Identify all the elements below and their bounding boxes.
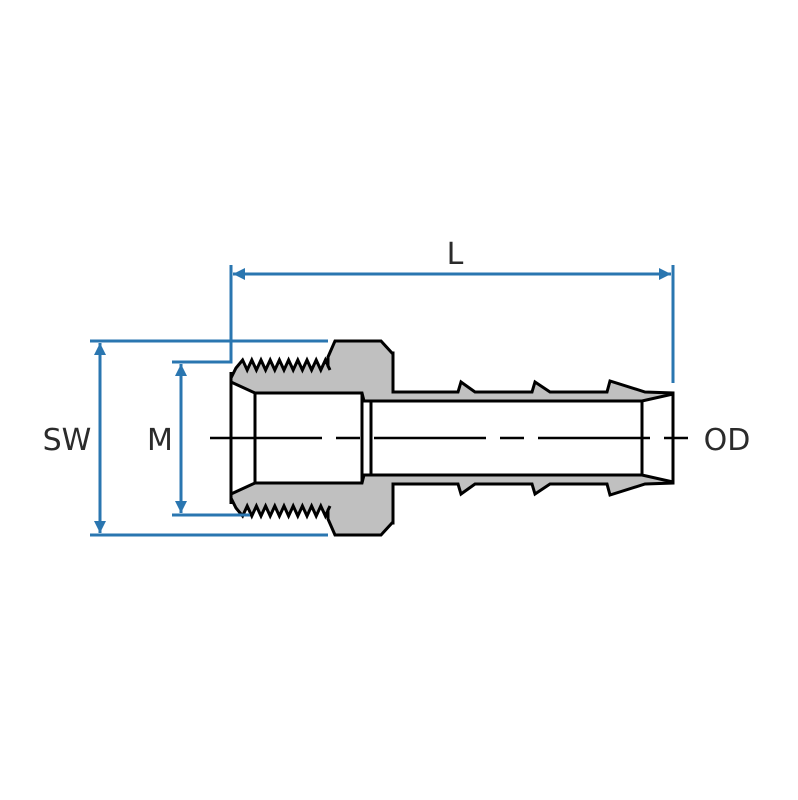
dimension-lines	[90, 265, 675, 537]
length-extension-left	[172, 265, 233, 364]
length-label: L	[447, 237, 464, 272]
wrench-size-label: SW	[43, 423, 92, 458]
thread-label: M	[147, 423, 173, 458]
outer-diameter-label: OD	[704, 423, 751, 458]
